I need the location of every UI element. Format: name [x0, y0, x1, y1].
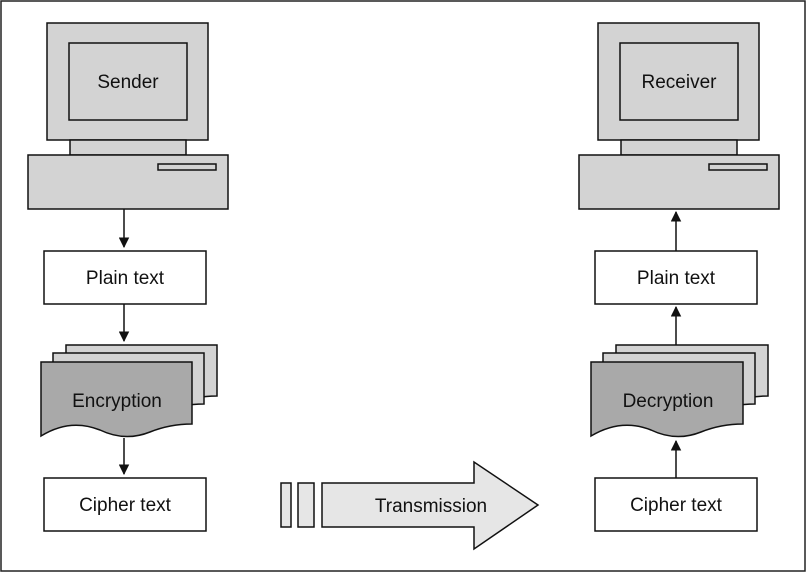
- decryption-doc-front: [590, 361, 744, 438]
- encryption-doc-front: [40, 361, 193, 438]
- sender-monitor-neck: [69, 139, 187, 156]
- sender-plain-text-label: Plain text: [86, 268, 165, 289]
- sender-cipher-text-label: Cipher text: [79, 495, 172, 516]
- encryption-label: Encryption: [72, 391, 162, 412]
- sender-computer-icon: Sender: [27, 22, 229, 210]
- transmission-tail-bar-2: [297, 482, 315, 528]
- receiver-drive-slot: [708, 163, 768, 171]
- transmission-arrow-body: [321, 460, 540, 551]
- receiver-screen: [619, 42, 739, 121]
- transmission-label: Transmission: [375, 496, 487, 517]
- transmission-tail-bar-1: [280, 482, 292, 528]
- receiver-monitor-neck: [620, 139, 738, 156]
- sender-cpu-case: [27, 154, 229, 210]
- encryption-document-stack: Encryption: [40, 344, 218, 438]
- sender-screen: [68, 42, 188, 121]
- receiver-plain-text-label: Plain text: [637, 268, 716, 289]
- decryption-document-stack: Decryption: [590, 344, 769, 438]
- receiver-computer-icon: Receiver: [578, 22, 780, 210]
- receiver-cpu-case: [578, 154, 780, 210]
- decryption-label: Decryption: [623, 391, 714, 412]
- receiver-cipher-text-label: Cipher text: [630, 495, 723, 516]
- sender-drive-slot: [157, 163, 217, 171]
- receiver-cipher-text-box: Cipher text: [594, 477, 758, 532]
- receiver-label: Receiver: [642, 72, 718, 93]
- receiver-plain-text-box: Plain text: [594, 250, 758, 305]
- sender-cipher-text-box: Cipher text: [43, 477, 207, 532]
- transmission-arrow: Transmission: [280, 460, 540, 551]
- sender-label: Sender: [97, 72, 159, 93]
- sender-plain-text-box: Plain text: [43, 250, 207, 305]
